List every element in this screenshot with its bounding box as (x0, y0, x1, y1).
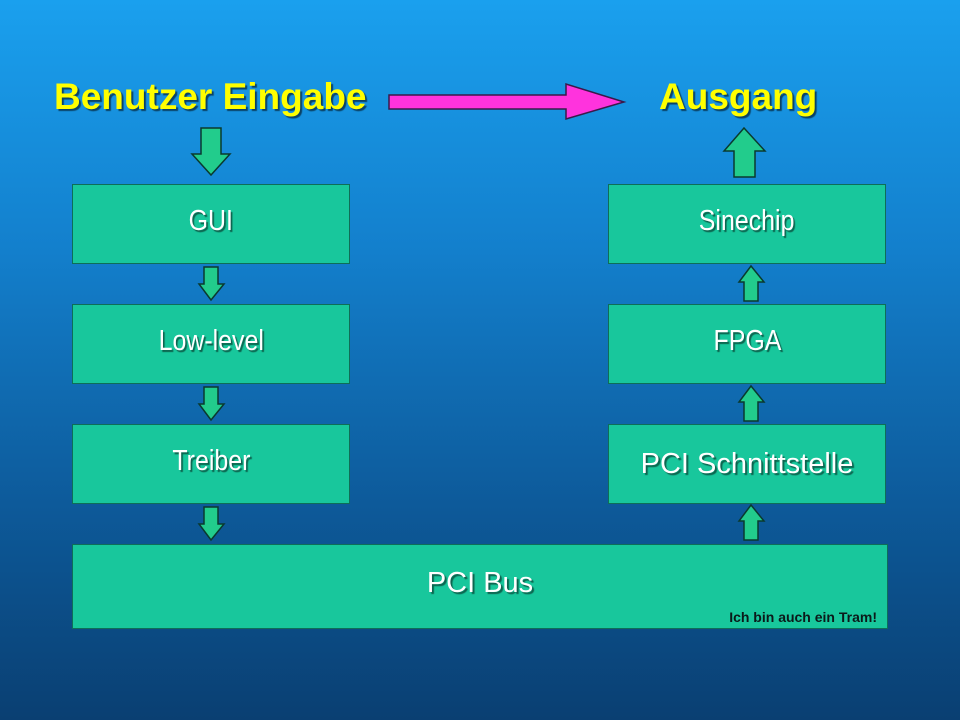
driver-box: Treiber (72, 424, 350, 504)
pci-interface-box: PCI Schnittstelle (608, 424, 886, 504)
fpga-box: FPGA (608, 304, 886, 384)
driver-label: Treiber (171, 444, 251, 477)
arrow-gui-to-lowlevel (197, 266, 226, 302)
input-to-output-arrow (388, 82, 627, 121)
gui-box: GUI (72, 184, 350, 264)
output-heading: Ausgang (659, 76, 818, 117)
pci-bus-box: PCI Bus Ich bin auch ein Tram! (72, 544, 888, 629)
arrow-fpga-to-sinechip (737, 264, 766, 302)
pci-bus-label: PCI Bus (426, 567, 534, 599)
gui-label: GUI (188, 204, 234, 237)
bus-note: Ich bin auch ein Tram! (729, 609, 877, 625)
sinechip-box: Sinechip (608, 184, 886, 264)
arrow-sinechip-to-output (722, 126, 767, 178)
arrow-pci-interface-to-fpga (737, 384, 766, 422)
arrow-bus-to-pci-interface (737, 503, 766, 541)
arrow-input-to-gui (190, 127, 232, 177)
lowlevel-label: Low-level (158, 324, 264, 357)
pci-interface-label: PCI Schnittstelle (640, 447, 854, 480)
fpga-label: FPGA (713, 324, 781, 357)
input-heading: Benutzer Eingabe (54, 76, 367, 117)
arrow-lowlevel-to-driver (197, 386, 226, 422)
lowlevel-box: Low-level (72, 304, 350, 384)
sinechip-label: Sinechip (699, 204, 795, 237)
arrow-driver-to-bus (197, 506, 226, 542)
